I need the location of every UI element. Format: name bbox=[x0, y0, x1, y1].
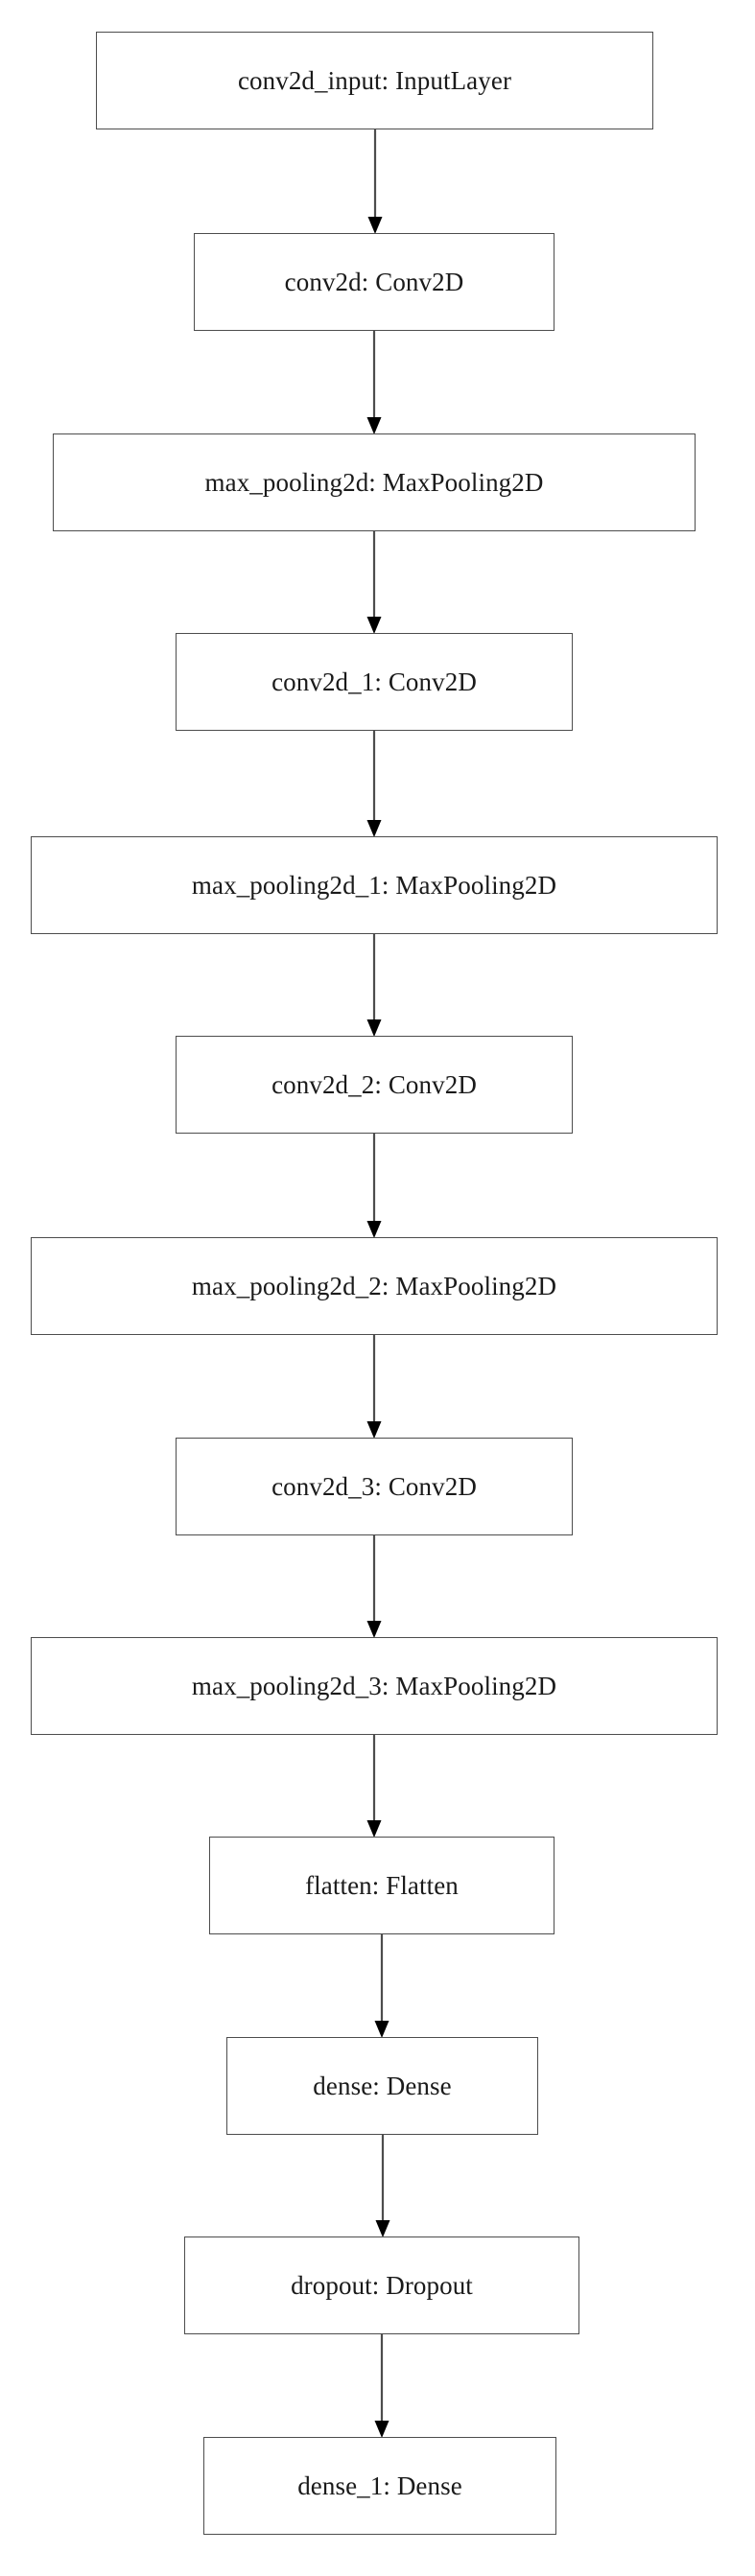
arrowhead-icon bbox=[366, 1621, 382, 1638]
layer-node-label: conv2d: Conv2D bbox=[284, 267, 464, 296]
layer-node-label: flatten: Flatten bbox=[305, 1870, 459, 1900]
layer-node-label: max_pooling2d_3: MaxPooling2D bbox=[191, 1671, 557, 1700]
edge-conv2d-to-max_pooling2d bbox=[366, 331, 382, 434]
edge-max_pooling2d_2-to-conv2d_3 bbox=[366, 1335, 382, 1439]
layer-node-conv2d_1: conv2d_1: Conv2D bbox=[176, 633, 573, 731]
layer-node-conv2d: conv2d: Conv2D bbox=[194, 233, 554, 331]
edge-conv2d_2-to-max_pooling2d_2 bbox=[366, 1134, 382, 1238]
edge-flatten-to-dense bbox=[374, 1934, 389, 2038]
layer-node-label: conv2d_input: InputLayer bbox=[237, 65, 512, 95]
arrowhead-icon bbox=[366, 617, 382, 634]
layer-node-conv2d_2: conv2d_2: Conv2D bbox=[176, 1036, 573, 1134]
layer-node-conv2d_3: conv2d_3: Conv2D bbox=[176, 1438, 573, 1535]
layer-node-flatten: flatten: Flatten bbox=[209, 1837, 554, 1934]
layer-node-conv2d_input: conv2d_input: InputLayer bbox=[96, 32, 653, 129]
edge-conv2d_input-to-conv2d bbox=[367, 129, 383, 234]
layer-node-dense_1: dense_1: Dense bbox=[203, 2437, 556, 2535]
arrowhead-icon bbox=[366, 1221, 382, 1238]
edge-dense-to-dropout bbox=[375, 2135, 390, 2237]
edge-max_pooling2d-to-conv2d_1 bbox=[366, 531, 382, 634]
arrowhead-icon bbox=[374, 2021, 389, 2038]
layer-node-max_pooling2d_1: max_pooling2d_1: MaxPooling2D bbox=[31, 836, 718, 934]
edge-max_pooling2d_3-to-flatten bbox=[366, 1735, 382, 1838]
layer-node-label: dense: Dense bbox=[313, 2071, 452, 2100]
arrowhead-icon bbox=[366, 417, 382, 434]
layer-node-label: conv2d_3: Conv2D bbox=[271, 1471, 477, 1501]
layer-node-dropout: dropout: Dropout bbox=[184, 2236, 579, 2334]
edge-max_pooling2d_1-to-conv2d_2 bbox=[366, 934, 382, 1037]
layer-node-max_pooling2d_2: max_pooling2d_2: MaxPooling2D bbox=[31, 1237, 718, 1335]
edge-dropout-to-dense_1 bbox=[374, 2334, 389, 2438]
layer-node-max_pooling2d: max_pooling2d: MaxPooling2D bbox=[53, 433, 696, 531]
layer-node-label: max_pooling2d_1: MaxPooling2D bbox=[191, 870, 557, 900]
arrowhead-icon bbox=[366, 1019, 382, 1037]
arrowhead-icon bbox=[366, 820, 382, 837]
layer-node-label: conv2d_2: Conv2D bbox=[271, 1069, 477, 1099]
arrowhead-icon bbox=[375, 2220, 390, 2237]
arrowhead-icon bbox=[366, 1421, 382, 1439]
arrowhead-icon bbox=[366, 1820, 382, 1838]
layer-node-label: conv2d_1: Conv2D bbox=[271, 667, 477, 696]
edge-conv2d_1-to-max_pooling2d_1 bbox=[366, 731, 382, 837]
arrowhead-icon bbox=[374, 2421, 389, 2438]
layer-node-max_pooling2d_3: max_pooling2d_3: MaxPooling2D bbox=[31, 1637, 718, 1735]
layer-node-label: dense_1: Dense bbox=[297, 2471, 462, 2500]
layer-node-label: dropout: Dropout bbox=[291, 2270, 473, 2300]
arrowhead-icon bbox=[367, 217, 383, 234]
edge-conv2d_3-to-max_pooling2d_3 bbox=[366, 1535, 382, 1638]
layer-node-dense: dense: Dense bbox=[226, 2037, 538, 2135]
layer-node-label: max_pooling2d_2: MaxPooling2D bbox=[191, 1271, 557, 1300]
layer-node-label: max_pooling2d: MaxPooling2D bbox=[204, 467, 544, 497]
